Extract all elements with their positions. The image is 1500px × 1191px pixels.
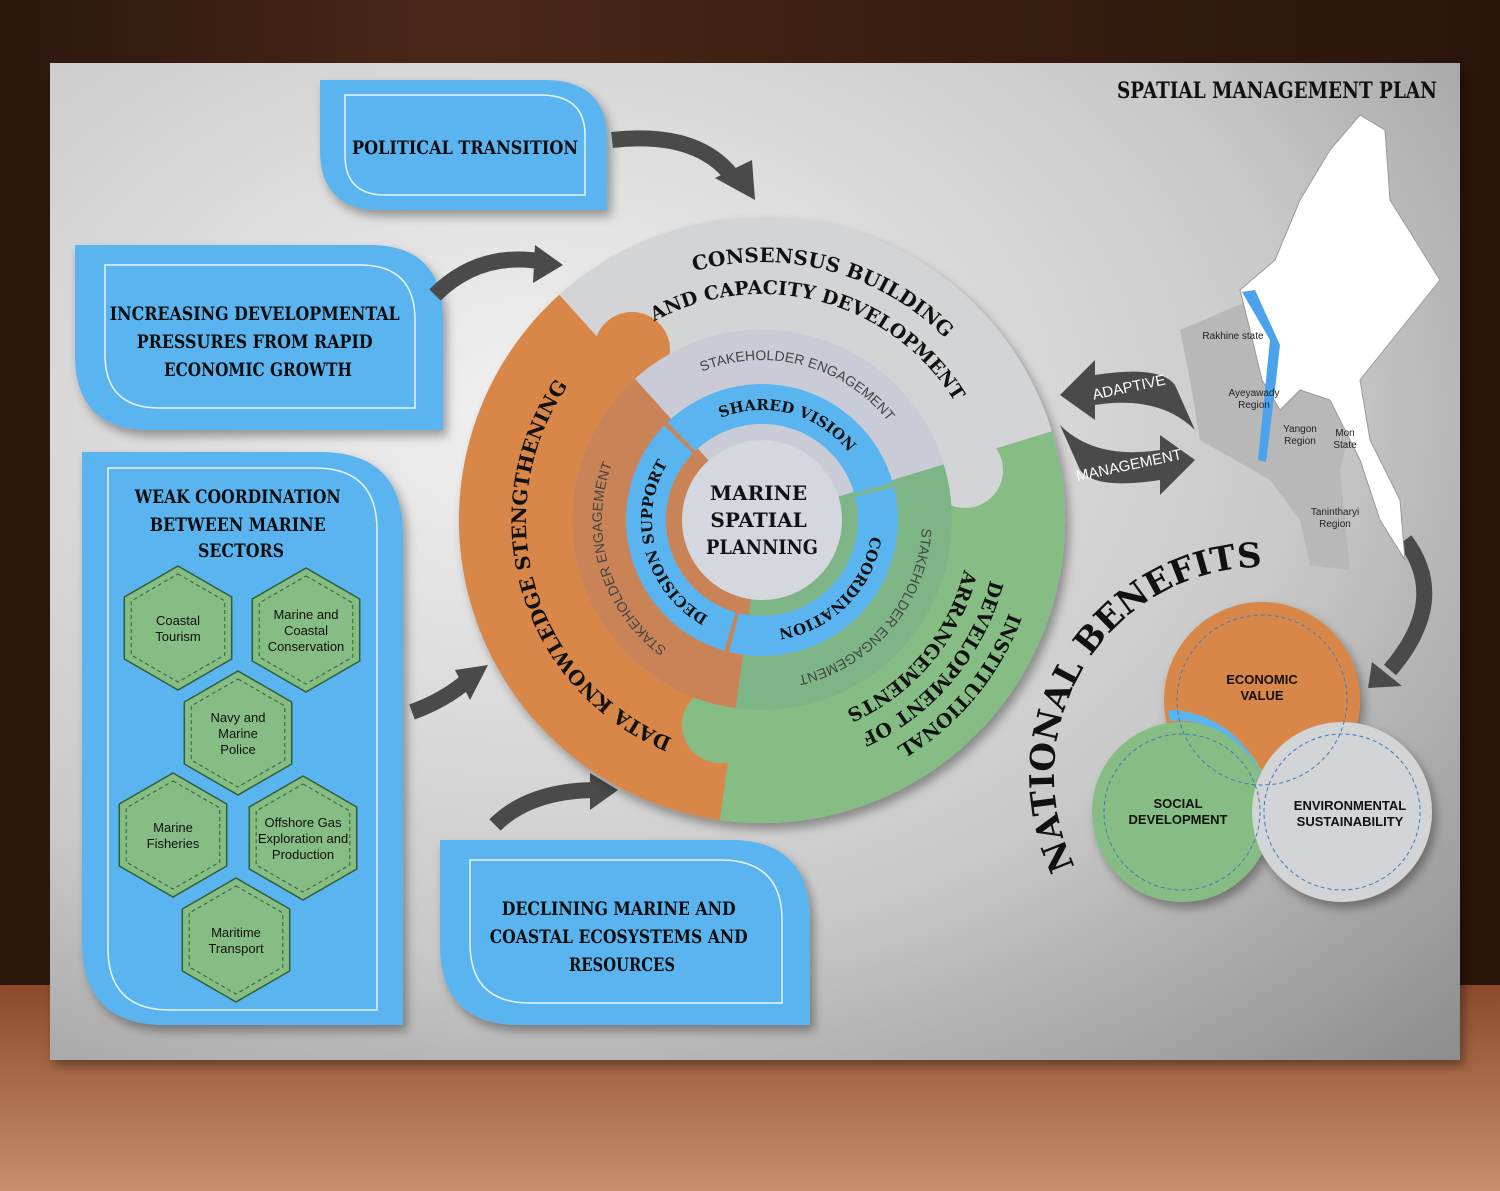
segment-institutional [719,431,1066,824]
arrow-icon [1383,535,1433,676]
weak-coordination-title: WEAK COORDINATION BETWEEN MARINE SECTORS [134,486,347,562]
coast-zone [1242,290,1280,462]
arrow-icon [429,251,547,301]
dashed-ring [1176,614,1348,786]
arrow-decision-support [626,425,736,651]
box-weak-coordination: WEAK COORDINATION BETWEEN MARINE SECTORS… [82,452,403,1025]
arrowhead-icon [1368,662,1402,688]
declining-label: DECLINING MARINE AND COASTAL ECOSYSTEMS … [490,898,755,976]
environmental-circle [1252,722,1432,902]
arrow-icon [611,130,742,185]
box-political-transition: POLITICAL TRANSITION [320,80,607,210]
social-circle [1092,722,1272,902]
pressures-label: INCREASING DEVELOPMENTAL PRESSURES FROM … [110,303,407,381]
adaptive-management-cycle: ADAPTIVE MANAGEMENT [1060,360,1195,495]
msp-wheel [458,216,1066,824]
segment-consensus [559,216,1052,465]
segment-data [458,294,736,821]
benefits-venn [1092,602,1432,902]
land-shape [1239,114,1441,561]
arrowhead-icon [590,773,618,810]
dashed-ring [1103,733,1261,891]
center-label: MARINE SPATIAL PLANNING [706,481,818,559]
arrowhead-icon [715,160,755,200]
cycle-arrow-icon [1060,360,1195,430]
arrowhead-icon [533,245,563,283]
cycle-arrow-icon [1060,425,1195,495]
overlap-zone [1168,709,1262,780]
arrow-icon [489,782,599,831]
box-developmental-pressures: INCREASING DEVELOPMENTAL PRESSURES FROM … [75,245,443,430]
dashed-ring [1263,733,1421,891]
box-declining-ecosystems: DECLINING MARINE AND COASTAL ECOSYSTEMS … [440,840,810,1025]
arrowhead-icon [455,665,488,700]
map-region-label: Rakhine state [1202,331,1264,342]
political-transition-label: POLITICAL TRANSITION [352,137,578,159]
arrow-coordination [729,487,899,657]
poster-title: SPATIAL MANAGEMENT PLAN [1117,78,1437,104]
arrow-shared-vision [667,384,893,494]
center-circle [682,440,842,600]
